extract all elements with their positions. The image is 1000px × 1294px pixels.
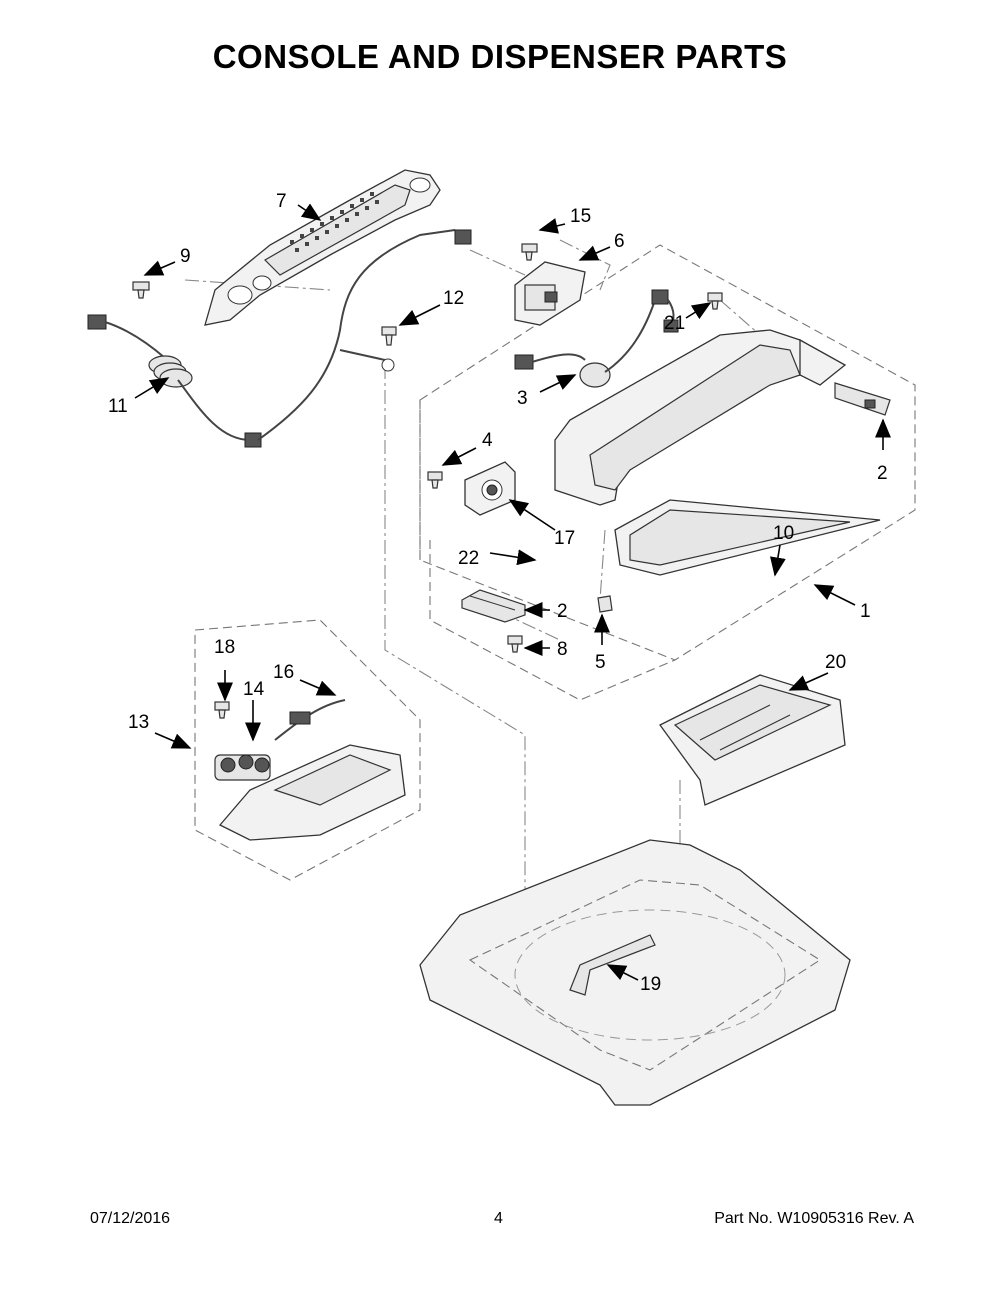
callout-17: 17 [554, 528, 575, 549]
screw-part-21 [707, 292, 723, 310]
callout-12: 12 [443, 288, 464, 309]
callout-arrows [134, 203, 891, 981]
control-board-part-6 [514, 261, 586, 326]
end-cap-part-2-upper [834, 382, 891, 416]
dash-leader-lines [184, 239, 761, 940]
water-valve-part-14 [214, 754, 271, 781]
callout-8: 8 [557, 639, 568, 660]
callout-1: 1 [860, 601, 871, 622]
callout-2-lower: 2 [557, 601, 568, 622]
console-part-1 [554, 329, 847, 506]
bracket-part-19 [569, 934, 656, 996]
overlay-part-10 [614, 499, 881, 576]
clip-part-5 [597, 595, 613, 613]
callout-4: 4 [482, 430, 493, 451]
callout-20: 20 [825, 652, 846, 673]
callout-5: 5 [595, 652, 606, 673]
wire-harness-part-16 [274, 699, 346, 741]
encoder-part-17 [464, 461, 516, 516]
callout-labels: 7 9 11 12 15 6 3 21 2 4 17 22 10 1 2 8 5… [108, 191, 888, 995]
callout-10: 10 [773, 523, 794, 544]
footer-date: 07/12/2016 [90, 1210, 171, 1227]
console-grille-part-7 [204, 169, 441, 326]
dispenser-drawer-part-20 [659, 674, 846, 806]
footer-part-number: Part No. W10905316 Rev. A [714, 1210, 914, 1227]
callout-13: 13 [128, 712, 149, 733]
callout-19: 19 [640, 974, 661, 995]
top-cabinet [419, 839, 851, 1106]
callout-21: 21 [664, 313, 685, 334]
callout-18: 18 [214, 637, 235, 658]
end-cap-part-2-lower [461, 589, 526, 623]
callout-6: 6 [614, 231, 625, 252]
console-assembly-outline [419, 244, 916, 701]
valve-assembly-outline [194, 619, 421, 881]
callout-11: 11 [108, 396, 128, 417]
screw-part-12 [381, 326, 397, 346]
callout-15: 15 [570, 206, 591, 227]
callout-22: 22 [458, 548, 479, 569]
screw-part-9 [132, 281, 150, 299]
callout-16: 16 [273, 662, 294, 683]
valve-bracket-part-13 [218, 744, 406, 841]
callout-7: 7 [276, 191, 287, 212]
screw-part-4 [427, 471, 443, 489]
page-title: CONSOLE AND DISPENSER PARTS [212, 38, 788, 75]
screw-part-18 [214, 701, 230, 719]
footer-page-number: 4 [494, 1210, 503, 1227]
callout-2-upper: 2 [877, 463, 888, 484]
screw-part-8 [507, 635, 523, 653]
callout-14: 14 [243, 679, 265, 700]
callout-9: 9 [180, 246, 191, 267]
wire-harness-part-11 [87, 229, 472, 448]
wire-harness-part-3 [514, 289, 679, 388]
callout-3: 3 [517, 388, 528, 409]
screw-part-15 [521, 243, 538, 261]
